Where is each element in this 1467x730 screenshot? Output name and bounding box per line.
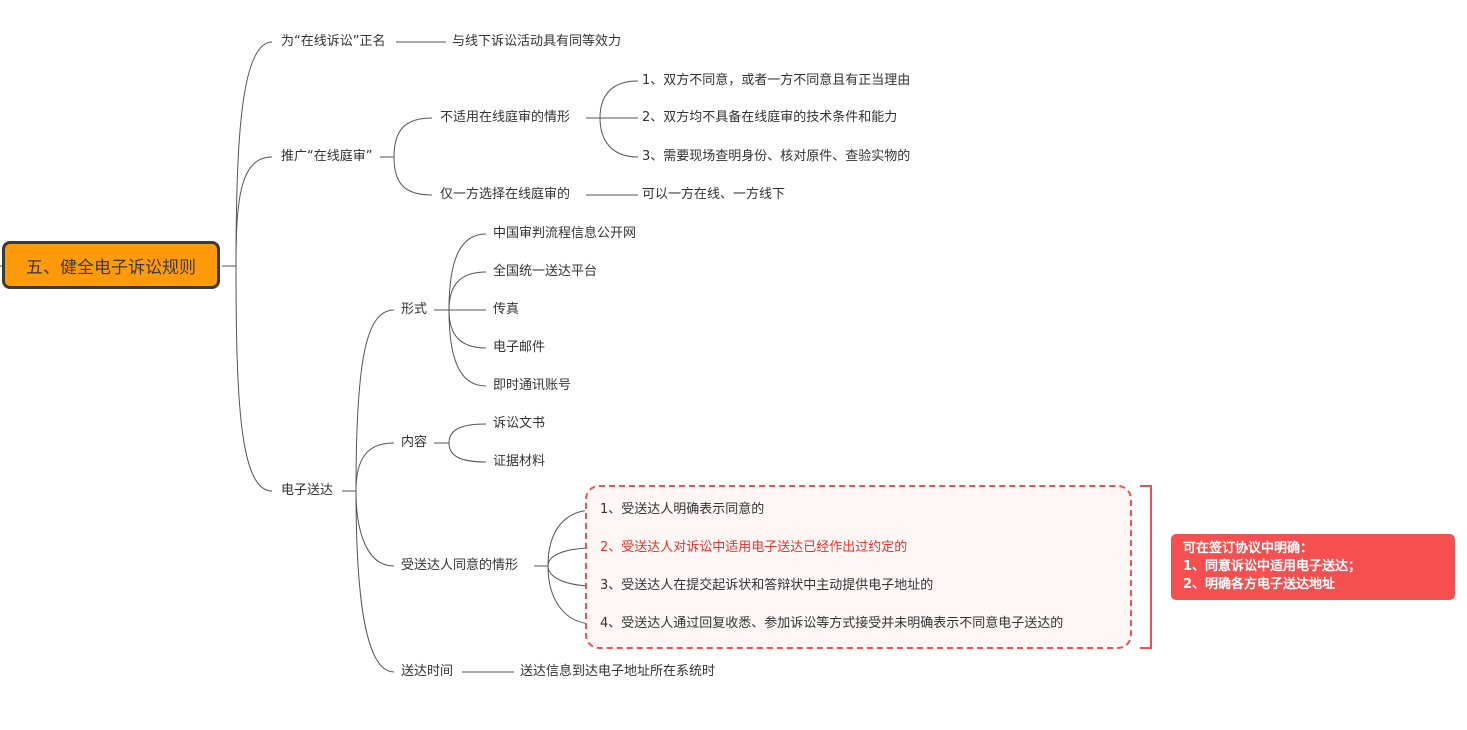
topic-content[interactable]: 内容 [401,435,428,450]
topic-consent-item[interactable]: 4、受送达人通过回复收悉、参加诉讼等方式接受并未明确表示不同意电子送达的 [600,616,1064,631]
topic-not-applicable-item[interactable]: 2、双方均不具备在线庭审的技术条件和能力 [642,110,898,125]
topic-one-side-online-child[interactable]: 可以一方在线、一方线下 [642,187,786,202]
topic-electronic-service[interactable]: 电子送达 [281,483,334,498]
topic-not-applicable-item[interactable]: 1、双方不同意，或者一方不同意且有正当理由 [642,73,911,88]
summary-callout[interactable]: 可在签订协议中明确： 1、同意诉讼中适用电子送达； 2、明确各方电子送达地址 [1171,534,1455,600]
topic-consent-situations[interactable]: 受送达人同意的情形 [401,558,519,573]
topic-form-item[interactable]: 即时通讯账号 [493,378,572,393]
topic-online-litigation-name[interactable]: 为“在线诉讼”正名 [281,34,386,49]
topic-consent-item[interactable]: 3、受送达人在提交起诉状和答辩状中主动提供电子地址的 [600,578,934,593]
topic-service-time-child[interactable]: 送达信息到达电子地址所在系统时 [520,664,716,679]
callout-line: 可在签订协议中明确： [1183,541,1314,556]
topic-consent-item[interactable]: 1、受送达人明确表示同意的 [600,502,765,517]
topic-form-item[interactable]: 中国审判流程信息公开网 [493,226,637,241]
topic-one-side-online[interactable]: 仅一方选择在线庭审的 [440,187,571,202]
topic-content-item[interactable]: 证据材料 [493,454,546,469]
root-topic-label: 五、健全电子诉讼规则 [26,257,196,278]
topic-form-item[interactable]: 全国统一送达平台 [493,264,598,279]
topic-form[interactable]: 形式 [401,302,428,317]
topic-not-applicable[interactable]: 不适用在线庭审的情形 [440,110,571,125]
root-topic[interactable]: 五、健全电子诉讼规则 [2,241,220,289]
topic-content-item[interactable]: 诉讼文书 [493,416,546,431]
summary-bracket [1140,485,1152,649]
callout-line: 2、明确各方电子送达地址 [1183,577,1336,592]
callout-line: 1、同意诉讼中适用电子送达； [1183,559,1362,574]
topic-promote-online-trial[interactable]: 推广“在线庭审” [281,149,373,164]
topic-form-item[interactable]: 传真 [493,302,520,317]
topic-form-item[interactable]: 电子邮件 [493,340,546,355]
topic-service-time[interactable]: 送达时间 [401,664,454,679]
consent-group-boundary [585,485,1132,649]
topic-not-applicable-item[interactable]: 3、需要现场查明身份、核对原件、查验实物的 [642,149,911,164]
topic-consent-item-highlight[interactable]: 2、受送达人对诉讼中适用电子送达已经作出过约定的 [600,540,908,555]
topic-equal-effect[interactable]: 与线下诉讼活动具有同等效力 [452,34,622,49]
